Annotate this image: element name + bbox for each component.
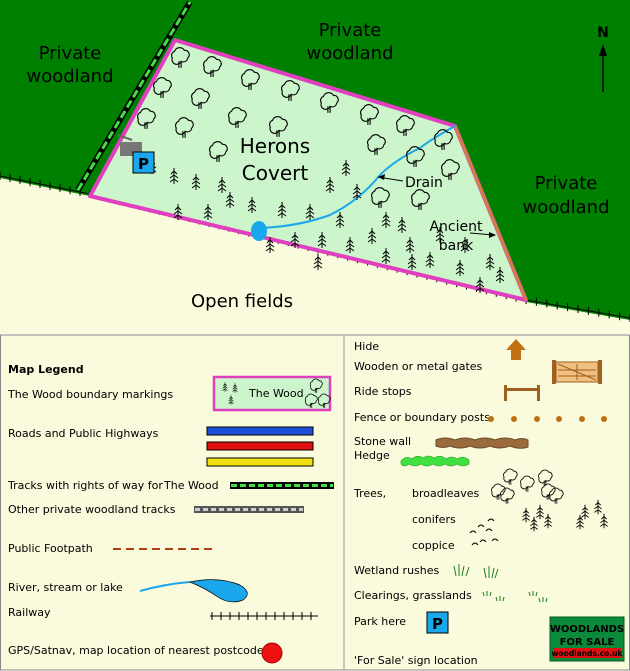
legend-tracks-label: Tracks with rights of way for [7, 479, 163, 492]
label-private-woodland-n: Private [319, 20, 382, 41]
legend-other-tracks-sample [194, 506, 304, 513]
drain-stream [261, 125, 456, 229]
open-fields-area [0, 178, 630, 334]
legend-title: Map Legend [8, 363, 84, 376]
legend-gate-icon [552, 360, 602, 384]
legend-coppice-label: coppice [412, 539, 455, 552]
label-ancient-bank: Ancient [429, 219, 483, 235]
legend-clearings-symbol [482, 591, 548, 603]
legend-park-label: Park here [354, 615, 406, 628]
fence-post [579, 416, 585, 422]
legend-boundary-sample-text: The Wood [248, 387, 304, 400]
legend-broadleaves-label: broadleaves [412, 487, 480, 500]
legend-roads-label: Roads and Public Highways [8, 427, 159, 440]
legend-hide-label: Hide [354, 340, 379, 353]
legend-park-symbol: P [432, 615, 443, 633]
label-drain: Drain [405, 175, 443, 191]
legend-clearings-label: Clearings, grasslands [354, 589, 472, 602]
label-open-fields: Open fields [191, 291, 293, 312]
label-private-woodland-e: Private [535, 173, 598, 194]
legend-for-sale-label: 'For Sale' sign location [354, 654, 478, 667]
north-arrow: N [597, 25, 609, 92]
legend-tracks-label-b: The Wood [163, 479, 219, 492]
legend-river-label: River, stream or lake [8, 581, 123, 594]
legend-gates-label: Wooden or metal gates [354, 360, 483, 373]
sale-sign-line2: FOR SALE [560, 637, 615, 648]
track-rights-of-way [76, 1, 192, 191]
sale-sign-url: woodlands.co.uk [551, 649, 623, 658]
label-private-woodland-nw-2: woodland [26, 66, 113, 87]
legend-roads-sample [206, 426, 314, 467]
legend-river-sample [139, 579, 248, 603]
legend-coppice-symbol [469, 518, 499, 546]
sale-sign-line1: WOODLANDS [550, 624, 624, 635]
legend-hedge-label: Hedge [354, 449, 390, 462]
legend-wetland-label: Wetland rushes [354, 564, 440, 577]
ancient-bank-edge [453, 125, 528, 301]
fence-post [601, 416, 607, 422]
legend-fence-label: Fence or boundary posts [354, 411, 490, 424]
legend-ride-stop-icon [504, 385, 540, 401]
legend-hide-icon [506, 339, 526, 360]
legend-trees-label: Trees, [353, 487, 386, 500]
legend-railway-label: Railway [8, 606, 51, 619]
legend-other-tracks-label: Other private woodland tracks [8, 503, 176, 516]
legend-park-icon: P [426, 611, 449, 634]
gate-mark [117, 134, 133, 141]
legend-wall-sample [435, 437, 529, 449]
wood-name: Herons [240, 134, 310, 158]
label-private-woodland-e-2: woodland [522, 197, 609, 218]
north-label: N [597, 25, 609, 41]
legend-stone-wall-label: Stone wall [354, 435, 411, 448]
legend-boundary-label: The Wood boundary markings [7, 388, 173, 401]
legend-boundary-sample: The Wood [212, 375, 332, 412]
label-ancient-bank-2: bank [439, 238, 474, 254]
fence-post [488, 416, 494, 422]
legend-gps-label: GPS/Satnav, map location of nearest post… [8, 644, 264, 657]
legend-wetland-symbol [453, 564, 499, 579]
for-sale-sign: WOODLANDS FOR SALE woodlands.co.uk [549, 616, 625, 662]
legend-hedge-sample [400, 455, 470, 467]
parking-label: P [138, 155, 149, 173]
legend-tracks-sample [230, 482, 334, 489]
fence-post [534, 416, 540, 422]
legend-conifers-label: conifers [412, 513, 456, 526]
label-private-woodland-nw: Private [39, 43, 102, 64]
legend-railway-sample [210, 612, 318, 620]
pond [251, 221, 267, 241]
wood-name-2: Covert [242, 161, 309, 185]
label-private-woodland-n-2: woodland [306, 43, 393, 64]
legend-gps-dot [261, 642, 283, 664]
legend-ride-stops-label: Ride stops [354, 385, 412, 398]
legend-footpath-label: Public Footpath [8, 542, 93, 555]
parking-icon: P [132, 151, 155, 174]
legend-fence-posts [488, 416, 607, 422]
fence-post [556, 416, 562, 422]
drain-arrowhead [378, 174, 385, 180]
fence-post [511, 416, 517, 422]
bank-arrowhead [489, 232, 496, 238]
